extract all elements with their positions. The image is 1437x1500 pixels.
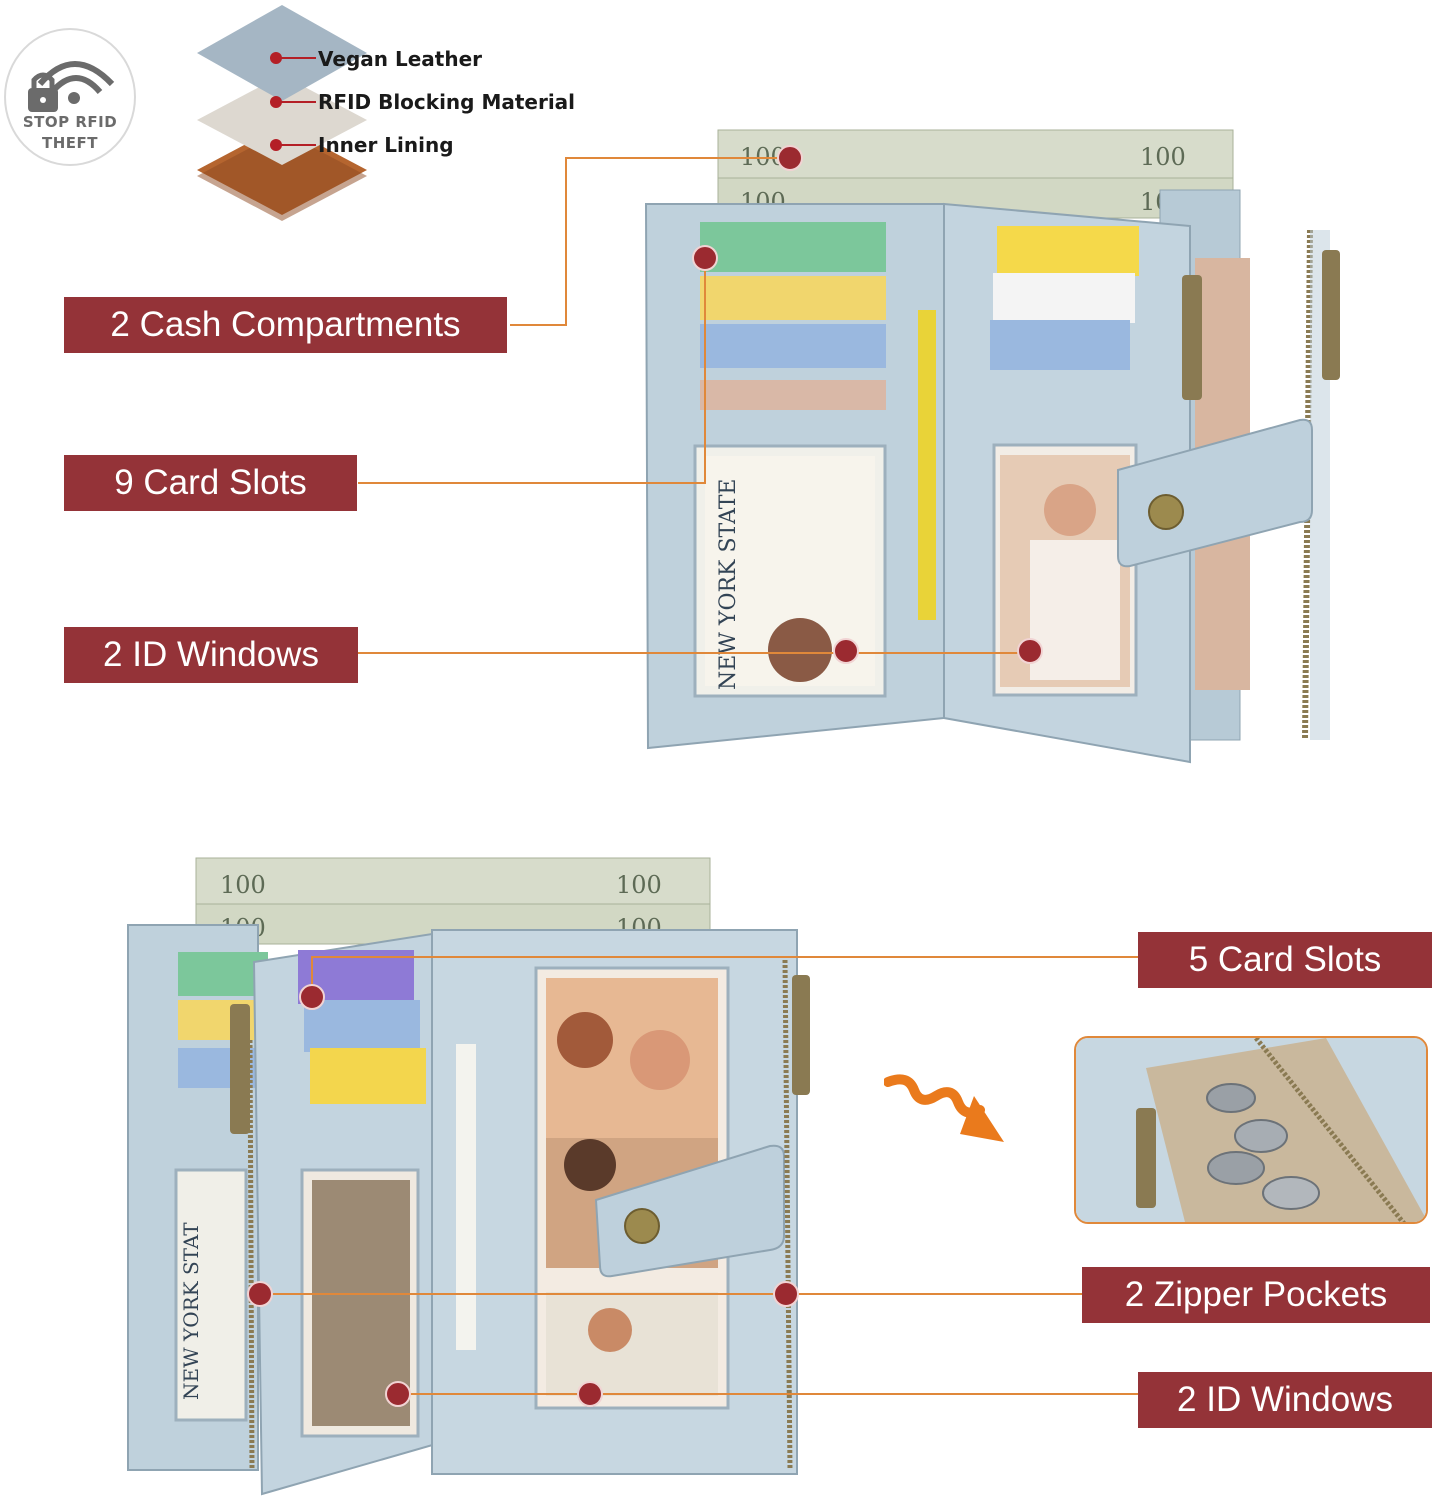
squiggle-arrow-icon [884,1074,1004,1142]
layer-label-rfid-material: RFID Blocking Material [318,90,576,114]
layer-label-vegan-leather: Vegan Leather [318,47,482,71]
material-layers-illustration [197,5,367,221]
feature-label-id-windows-bottom: 2 ID Windows [1138,1372,1432,1428]
feature-label-5-card-slots: 5 Card Slots [1138,932,1432,988]
callout-dot-cash [777,145,803,171]
feature-label-card-slots: 9 Card Slots [64,455,357,511]
layer-label-inner-lining: Inner Lining [318,133,454,157]
svg-text:100: 100 [1140,143,1186,171]
coin-pocket-image [1076,1038,1426,1222]
rfid-badge: STOP RFID THEFT [4,28,136,166]
lock-wifi-icon [28,61,115,112]
callout-dot-id-window-1 [833,638,859,664]
svg-text:100: 100 [616,871,662,899]
callout-dot-zipper-2 [773,1281,799,1307]
svg-text:NEW YORK STAT: NEW YORK STAT [179,1222,203,1400]
callout-dot-id-window-3 [385,1381,411,1407]
rfid-badge-text: STOP RFID THEFT [22,113,118,152]
callout-dot-id-window-4 [577,1381,603,1407]
feature-label-zipper-pockets: 2 Zipper Pockets [1082,1267,1430,1323]
coin-pocket-inset [1074,1036,1428,1224]
callout-dot-zipper-1 [247,1281,273,1307]
feature-label-id-windows: 2 ID Windows [64,627,358,683]
top-wallet-image: 100 100 100 100 NEW YORK STATE [644,129,1340,764]
top-leader-lines [358,157,1030,654]
callout-dot-5-card-slots [299,984,325,1010]
svg-text:100: 100 [220,871,266,899]
callout-dot-id-window-2 [1017,638,1043,664]
callout-dot-card-slots [692,245,718,271]
svg-text:NEW YORK STATE: NEW YORK STATE [716,479,741,690]
feature-label-cash-compartments: 2 Cash Compartments [64,297,507,353]
layer-leaders [270,52,316,151]
